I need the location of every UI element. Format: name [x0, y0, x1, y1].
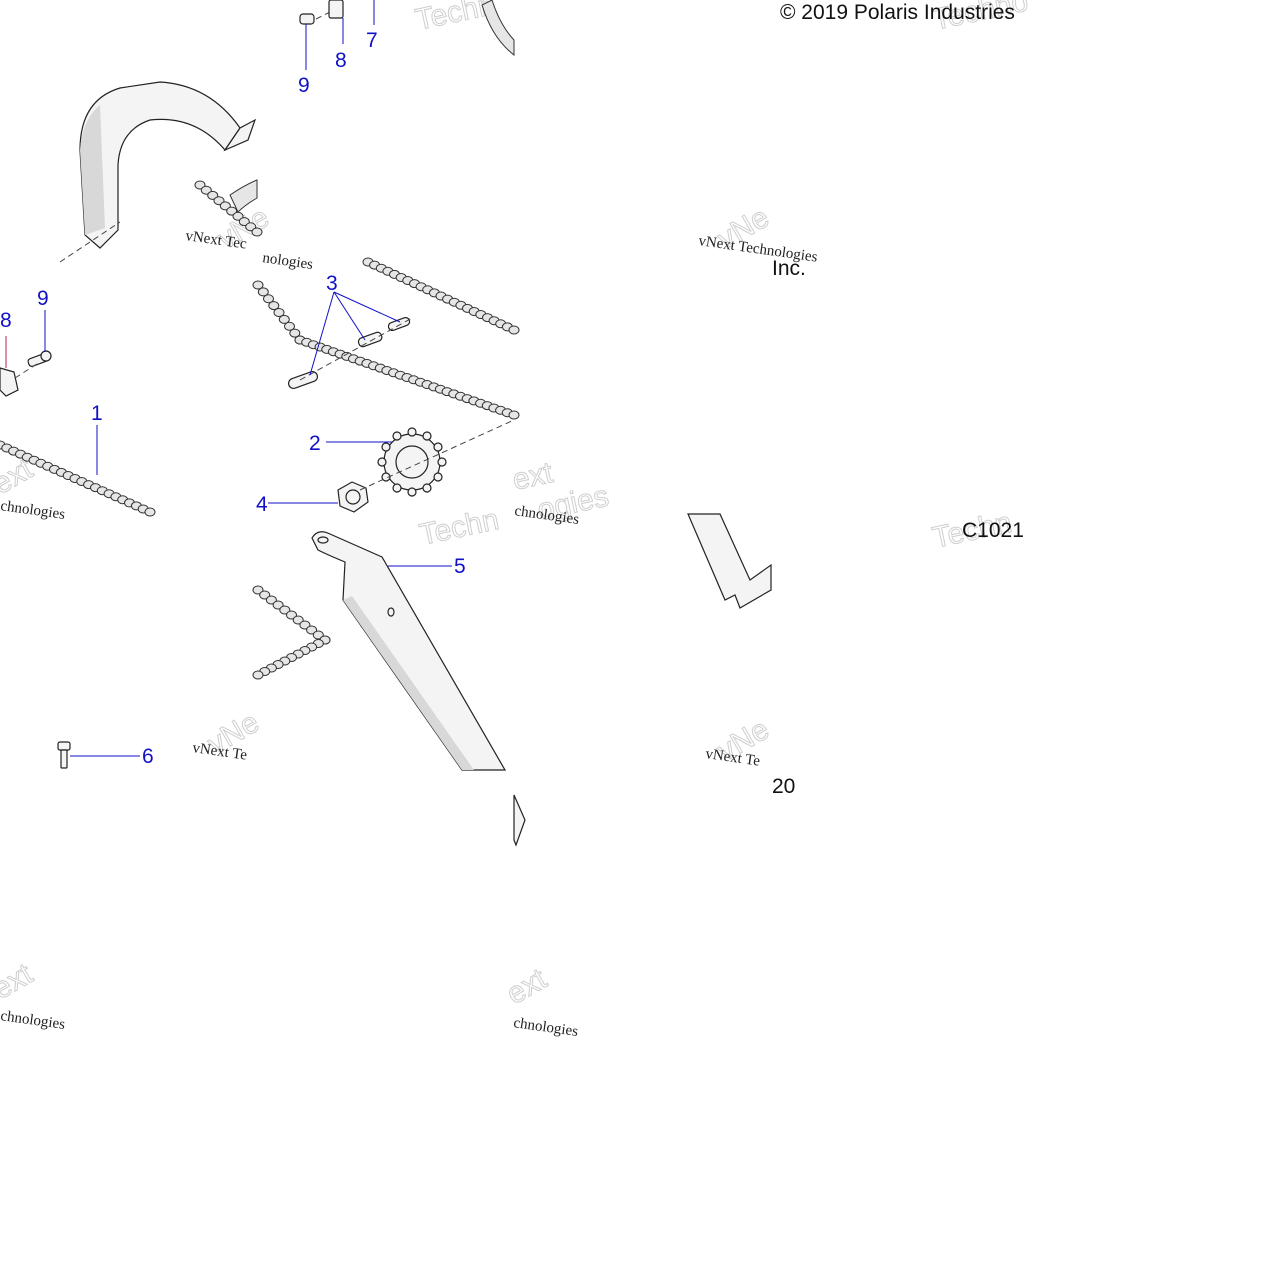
sprocket-tooth: [407, 427, 417, 437]
chain-link-bottom-curve: [299, 620, 311, 630]
chain-link-left-curve: [284, 321, 295, 331]
chain-guard: [59, 81, 257, 263]
page-number-fragment: 20: [772, 775, 795, 798]
watermark-text-6: nologies: [261, 250, 314, 273]
master-link: [288, 317, 413, 390]
drive-chain: [0, 180, 520, 680]
watermark-text-4: vNext Te: [704, 746, 761, 770]
callout-7: 7: [366, 29, 378, 52]
chain-link-top-left: [238, 217, 250, 227]
chain-link-bottom-curve: [286, 610, 297, 620]
chain-link-left-curve: [252, 280, 264, 290]
bolt-6: [57, 741, 71, 769]
callout-4: 4: [256, 493, 268, 516]
chain-slider: [311, 513, 772, 847]
chain-link-top-left: [200, 185, 212, 195]
chain-link-bottom-curve: [272, 600, 284, 610]
chain-link-lower: [508, 410, 520, 420]
sprocket-tooth: [392, 483, 402, 493]
watermark-ext-mid2: ext: [501, 962, 553, 1011]
chain-link-top-left: [219, 201, 231, 211]
chain-link-left-curve: [268, 301, 280, 311]
watermark-text-5: chnologies: [0, 498, 66, 523]
chain-link-bottom-return: [252, 670, 264, 680]
chain-link-bottom-curve: [265, 595, 277, 605]
chain-link-top-left: [251, 227, 263, 237]
drawing-code: C1021: [962, 519, 1024, 542]
chain-link-bottom-curve: [306, 625, 318, 635]
chain-top-fragment: [229, 0, 515, 213]
sprocket-tooth: [407, 487, 417, 497]
chain-link-bottom-curve: [252, 585, 264, 595]
callout-9-top: 9: [298, 74, 310, 97]
chain-link-bottom-curve: [279, 605, 291, 615]
callout-8-left: 8: [0, 309, 12, 332]
sprocket-tooth: [422, 431, 432, 441]
chain-link-bottom-curve: [259, 590, 271, 600]
sprocket-tooth: [377, 457, 387, 467]
callout-9-left: 9: [37, 287, 49, 310]
chain-link-left-curve: [273, 308, 285, 317]
chain-link-left-curve: [257, 287, 269, 297]
callout-8-top: 8: [335, 49, 347, 72]
chain-link-upper: [508, 325, 520, 335]
chain-link-left-curve: [263, 294, 274, 304]
chain-link-left: [144, 507, 156, 517]
sprocket-tooth: [433, 472, 443, 482]
callout-6: 6: [142, 745, 154, 768]
fastener-top: [299, 0, 344, 25]
chain-link-top-left: [207, 190, 219, 200]
chain-link-left-curve: [289, 328, 301, 338]
sprocket-tooth: [392, 431, 402, 441]
chain-link-left-curve: [278, 314, 290, 324]
callout-1: 1: [91, 402, 103, 425]
watermark-technologies-mid: Techn: [417, 503, 502, 552]
leader-lines: [5, 0, 452, 757]
watermark-text-9: chnologies: [512, 1015, 579, 1040]
callout-2: 2: [309, 432, 321, 455]
copyright-text: © 2019 Polaris Industries: [780, 1, 1015, 24]
watermark-text-3: vNext Te: [191, 740, 248, 764]
sprocket-tooth: [381, 442, 391, 452]
sprocket-tooth: [381, 472, 391, 482]
watermark-ext-left: ext: [0, 957, 39, 1006]
callout-3: 3: [326, 272, 338, 295]
sprocket-tooth: [437, 457, 447, 467]
copyright-tail-text: Inc.: [772, 257, 806, 280]
watermark-text-8: chnologies: [0, 1008, 66, 1033]
sprocket: [377, 427, 447, 497]
chain-link-bottom-curve: [292, 615, 304, 625]
flange-nut: [337, 419, 515, 513]
callout-5: 5: [454, 555, 466, 578]
chain-link-top-left: [232, 211, 244, 221]
sprocket-tooth: [433, 442, 443, 452]
bolt-and-clip-left: [0, 350, 52, 397]
sprocket-tooth: [422, 483, 432, 493]
